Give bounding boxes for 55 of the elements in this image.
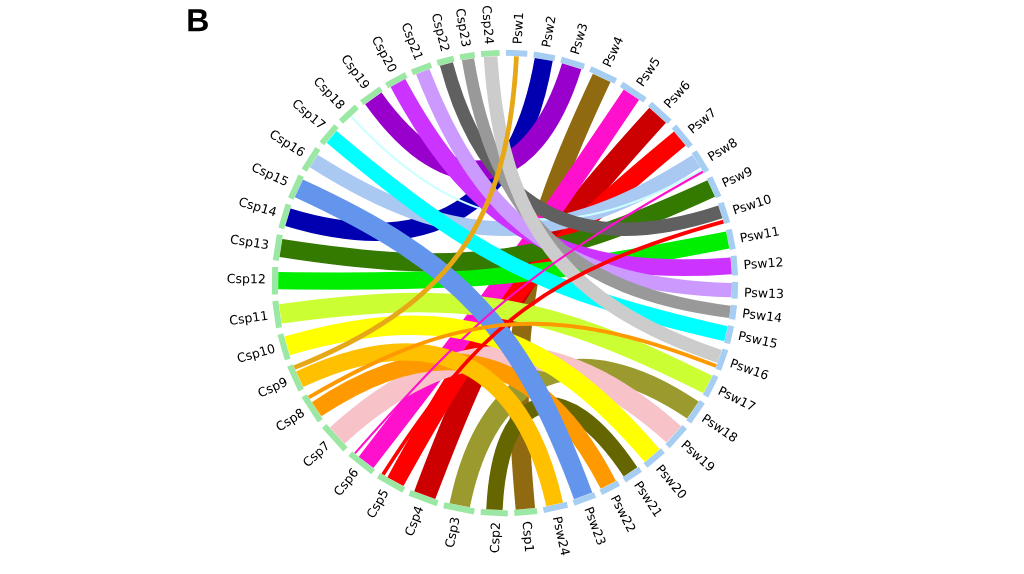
segment-label: Csp24 bbox=[480, 6, 494, 44]
segment-label: Csp1 bbox=[521, 521, 535, 552]
segment-label: Psw14 bbox=[743, 308, 782, 323]
segment-label: Csp14 bbox=[239, 197, 276, 217]
ribbon bbox=[312, 353, 616, 490]
ribbon bbox=[449, 359, 699, 508]
segment-label: Csp23 bbox=[455, 8, 471, 47]
ribbon bbox=[294, 179, 593, 500]
segment-label: Psw9 bbox=[721, 167, 752, 188]
segment-label: Csp3 bbox=[445, 517, 460, 547]
segment-label: Csp9 bbox=[258, 377, 287, 397]
ribbon bbox=[284, 315, 660, 463]
ribbon bbox=[387, 131, 686, 487]
segment-label: Psw1 bbox=[512, 13, 524, 44]
segment-label: Csp5 bbox=[367, 489, 388, 518]
ribbon bbox=[285, 57, 553, 241]
ribbon bbox=[326, 130, 728, 342]
segment-label: Psw10 bbox=[732, 194, 771, 215]
ribbon bbox=[358, 89, 640, 468]
ribbon bbox=[309, 154, 701, 236]
ribbon bbox=[414, 107, 666, 500]
ribbon bbox=[279, 180, 715, 272]
ribbon bbox=[440, 61, 723, 236]
ribbon bbox=[293, 56, 519, 370]
segment-label: Psw12 bbox=[744, 257, 783, 270]
segment-label: Psw4 bbox=[602, 37, 623, 67]
ribbon bbox=[486, 397, 638, 511]
segment-label: Psw13 bbox=[745, 287, 783, 299]
segment-label: Csp4 bbox=[405, 506, 423, 536]
ribbon bbox=[416, 68, 733, 298]
ribbon bbox=[461, 58, 731, 318]
segment-label: Csp2 bbox=[489, 523, 503, 553]
segment-label: Psw24 bbox=[553, 516, 570, 556]
ribbon bbox=[381, 219, 724, 476]
segment-label: Csp12 bbox=[227, 273, 265, 286]
ribbon bbox=[279, 292, 713, 394]
segment-label: Csp13 bbox=[230, 234, 269, 249]
ribbon bbox=[365, 62, 582, 181]
segment-label: Csp11 bbox=[229, 311, 268, 326]
segment-label: Psw2 bbox=[541, 16, 556, 47]
segment-label: Psw15 bbox=[738, 330, 777, 348]
segment-label: Csp22 bbox=[432, 13, 450, 52]
segment-label: Psw3 bbox=[570, 23, 587, 55]
ribbon bbox=[483, 56, 722, 363]
ribbon bbox=[330, 345, 681, 444]
segment-label: Csp10 bbox=[237, 344, 275, 362]
ribbon bbox=[296, 343, 563, 507]
ribbon bbox=[354, 170, 704, 455]
ribbon bbox=[307, 322, 717, 399]
segment-label: Psw16 bbox=[730, 358, 769, 380]
segment-label: Psw11 bbox=[740, 226, 779, 243]
panel-label: B bbox=[188, 9, 208, 32]
ribbon bbox=[390, 78, 732, 276]
segment-label: Csp21 bbox=[402, 23, 423, 61]
ribbon bbox=[278, 231, 730, 290]
